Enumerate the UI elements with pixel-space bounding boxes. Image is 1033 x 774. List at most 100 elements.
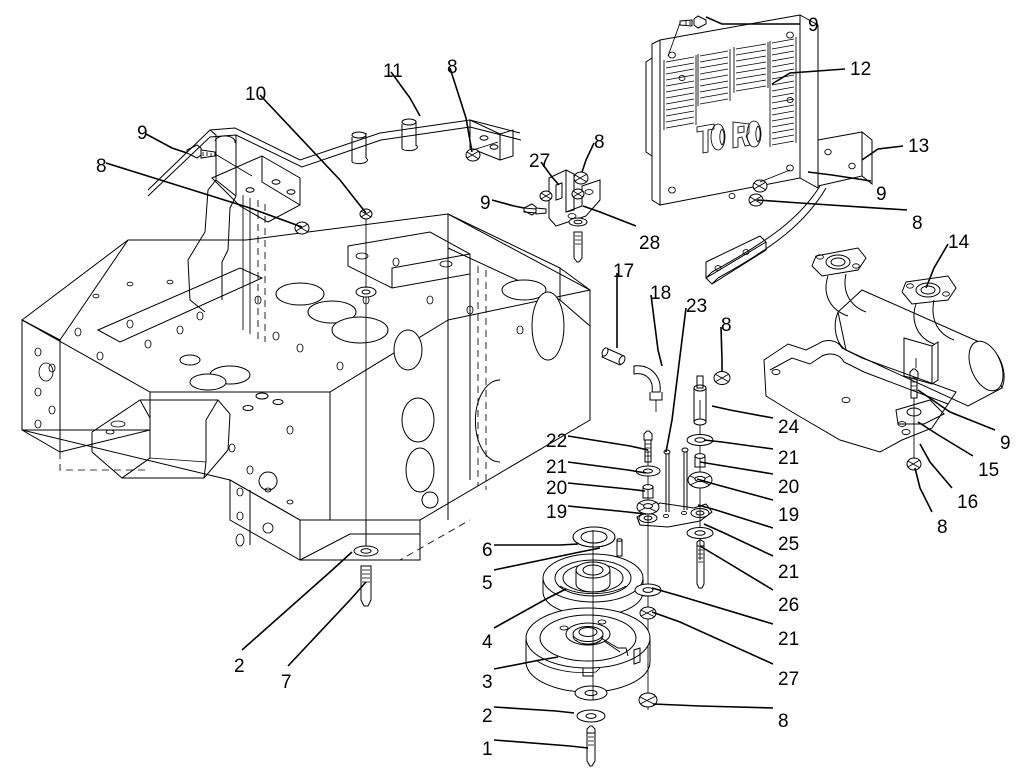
callout-21[interactable]: 21 [778,562,800,583]
spacer-20-right [694,453,706,468]
muffler-clamp-15 [895,399,945,427]
muffler-heat-shield [763,340,957,453]
spacer-17 [601,347,626,366]
callout-3[interactable]: 3 [482,672,493,693]
callout-21[interactable]: 21 [778,448,800,469]
callout-2[interactable]: 2 [234,656,245,677]
elbow-fitting-18 [633,365,663,412]
leader-line [917,389,996,431]
washer-21-left [635,465,661,477]
leader-line [652,703,774,709]
callout-4[interactable]: 4 [482,632,493,653]
leader-line [703,439,774,450]
leader-line [567,482,646,492]
key-5 [616,538,623,557]
frame-mount-hole [355,286,377,298]
callout-27[interactable]: 27 [529,151,551,172]
washer-2b-pulley [576,709,606,723]
leader-line [567,435,649,451]
callout-9[interactable]: 9 [1000,433,1011,454]
callout-6[interactable]: 6 [482,540,493,561]
tractor-frame-assembly [21,118,591,561]
leader-line [287,581,367,667]
callout-12[interactable]: 12 [850,59,872,80]
leader-line [919,443,953,489]
callout-19[interactable]: 19 [778,505,800,526]
callout-27[interactable]: 27 [778,669,800,690]
leader-line [651,587,774,625]
callout-9[interactable]: 9 [480,193,491,214]
callout-5[interactable]: 5 [482,573,493,594]
callout-21[interactable]: 21 [546,457,568,478]
pto-clutch-3 [525,607,651,693]
washer-21-right-bottom [686,527,714,539]
callout-13[interactable]: 13 [908,136,930,157]
leader-line [699,545,774,591]
callout-19[interactable]: 19 [546,502,568,523]
callout-8[interactable]: 8 [96,156,107,177]
callout-22[interactable]: 22 [546,431,568,452]
callout-14[interactable]: 14 [948,232,970,253]
spacer-20-left [642,484,654,499]
callout-18[interactable]: 18 [650,283,672,304]
callout-8[interactable]: 8 [594,132,605,153]
leader-line [861,145,904,161]
screw-9-grille-top [667,15,707,57]
callout-2[interactable]: 2 [482,706,493,727]
locknut-8-lower [638,692,658,708]
locknut-8-bracket28 [573,171,589,185]
leader-line [390,71,421,117]
callout-20[interactable]: 20 [778,477,800,498]
callout-8[interactable]: 8 [447,57,458,78]
leader-line [771,68,846,85]
locknut-8-muffler [906,457,922,471]
locknut-27-bracket28 [539,190,553,202]
leader-line [567,505,647,515]
washer-bolt-bracket28 [568,217,588,263]
callout-15[interactable]: 15 [978,460,1000,481]
callout-28[interactable]: 28 [639,233,661,254]
callout-8[interactable]: 8 [937,517,948,538]
leader-line [703,523,774,557]
callout-20[interactable]: 20 [546,478,568,499]
callout-9[interactable]: 9 [137,123,148,144]
leader-line [449,67,473,153]
callout-leader-lines [105,16,996,749]
leader-line [259,94,367,214]
callout-8[interactable]: 8 [912,213,923,234]
callout-17[interactable]: 17 [613,261,635,282]
leader-line [699,461,774,475]
locknut-8-hoop [465,141,499,162]
leader-line [697,504,774,529]
callout-10[interactable]: 10 [245,84,267,105]
leader-line [567,461,647,474]
callout-24[interactable]: 24 [778,417,800,438]
callout-26[interactable]: 26 [778,595,800,616]
callout-9[interactable]: 9 [876,184,887,205]
toro-logo-cutout [696,120,762,154]
locknut-8-stack [713,371,731,385]
callout-8[interactable]: 8 [778,711,789,732]
callout-8[interactable]: 8 [721,315,732,336]
washer-2-pulley [574,685,608,701]
bearing-6 [572,526,616,548]
leader-line [493,656,559,670]
leader-line [493,706,575,714]
leader-line [491,199,525,209]
leader-line [914,467,933,513]
leader-line [145,133,188,154]
leader-line [105,162,303,228]
callout-7[interactable]: 7 [281,672,292,693]
leader-line [582,205,637,227]
leader-line [493,547,601,571]
callout-1[interactable]: 1 [482,739,493,760]
callout-21[interactable]: 21 [778,629,800,650]
callout-11[interactable]: 11 [383,61,403,82]
callout-25[interactable]: 25 [778,534,800,555]
callout-16[interactable]: 16 [957,492,979,513]
screw-9-muffler [909,368,919,399]
callout-23[interactable]: 23 [686,296,708,317]
leader-line [540,161,560,186]
callout-9[interactable]: 9 [808,15,819,36]
